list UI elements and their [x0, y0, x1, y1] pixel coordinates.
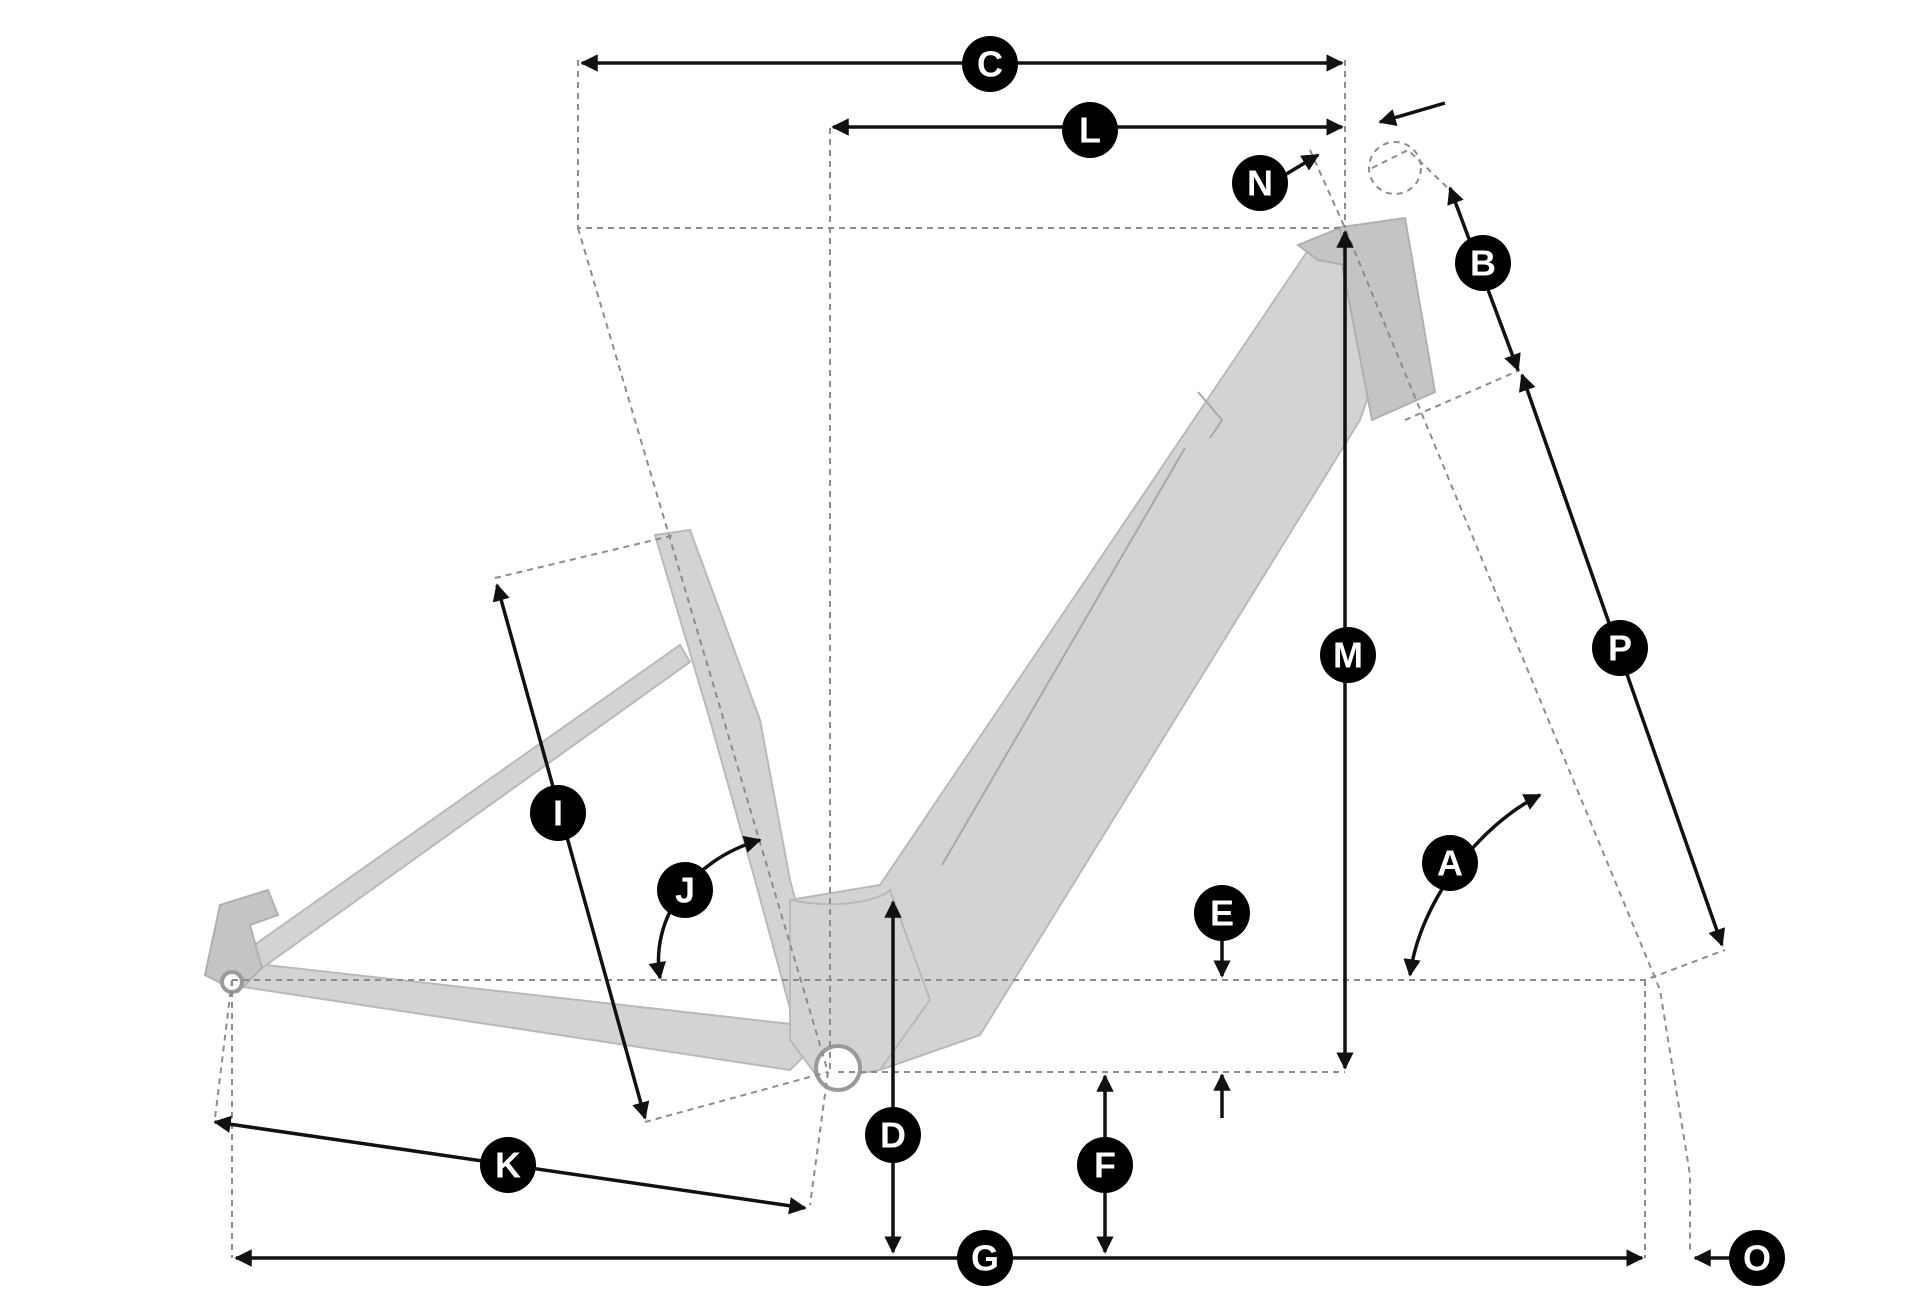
- badge-p: P: [1592, 620, 1648, 676]
- battery-seam: [941, 447, 1186, 866]
- badge-c-circle: [962, 36, 1018, 92]
- badge-e-circle: [1194, 885, 1250, 941]
- badge-l-circle: [1062, 102, 1118, 158]
- badge-p-label: P: [1608, 628, 1632, 669]
- badge-l: L: [1062, 102, 1118, 158]
- badge-j-circle: [657, 862, 713, 918]
- badge-n-circle: [1232, 155, 1288, 211]
- dim-line-i: [492, 583, 650, 1120]
- badge-i: I: [530, 785, 586, 841]
- dim-line-a: [1403, 793, 1542, 977]
- guide-lines: [214, 60, 1726, 1258]
- badge-a-circle: [1422, 835, 1478, 891]
- badge-m-label: M: [1333, 635, 1363, 676]
- badge-f-circle: [1077, 1137, 1133, 1193]
- badge-b-circle: [1455, 235, 1511, 291]
- head-tube: [1333, 216, 1437, 422]
- badge-f: F: [1077, 1137, 1133, 1193]
- badge-e: E: [1194, 885, 1250, 941]
- badge-g: G: [957, 1230, 1013, 1286]
- cable-clip: [1197, 391, 1224, 439]
- headset-circle: [1368, 141, 1422, 195]
- badge-f-label: F: [1094, 1145, 1116, 1186]
- badge-b-label: B: [1470, 243, 1496, 284]
- badge-k-label: K: [495, 1145, 521, 1186]
- badge-k: K: [480, 1137, 536, 1193]
- badge-a: A: [1422, 835, 1478, 891]
- badge-l-label: L: [1079, 110, 1101, 151]
- badge-d-circle: [865, 1107, 921, 1163]
- badge-d-label: D: [880, 1115, 906, 1156]
- badge-j-label: J: [675, 870, 695, 911]
- badge-c: C: [962, 36, 1018, 92]
- badge-i-label: I: [553, 793, 563, 834]
- badge-m: M: [1320, 627, 1376, 683]
- badge-b: B: [1455, 235, 1511, 291]
- bottom-bracket: [814, 1044, 862, 1092]
- seatstay: [216, 643, 692, 970]
- badge-k-circle: [480, 1137, 536, 1193]
- badge-n-label: N: [1247, 163, 1273, 204]
- badge-e-label: E: [1210, 893, 1234, 934]
- dimension-lines: [213, 54, 1735, 1267]
- badge-g-circle: [957, 1230, 1013, 1286]
- dim-line-n: [1282, 153, 1320, 178]
- badge-o: O: [1729, 1230, 1785, 1286]
- badge-g-label: G: [971, 1238, 999, 1279]
- badge-m-circle: [1320, 627, 1376, 683]
- bike-frame: [203, 141, 1437, 1092]
- badge-p-circle: [1592, 620, 1648, 676]
- badge-n: N: [1232, 155, 1288, 211]
- dim-line-n-top: [1378, 101, 1446, 126]
- badge-i-circle: [530, 785, 586, 841]
- badge-c-label: C: [977, 44, 1003, 85]
- badge-d: D: [865, 1107, 921, 1163]
- badge-j: J: [657, 862, 713, 918]
- badge-o-circle: [1729, 1230, 1785, 1286]
- badge-o-label: O: [1743, 1238, 1771, 1279]
- chainstay: [220, 958, 817, 1072]
- badge-a-label: A: [1437, 843, 1463, 884]
